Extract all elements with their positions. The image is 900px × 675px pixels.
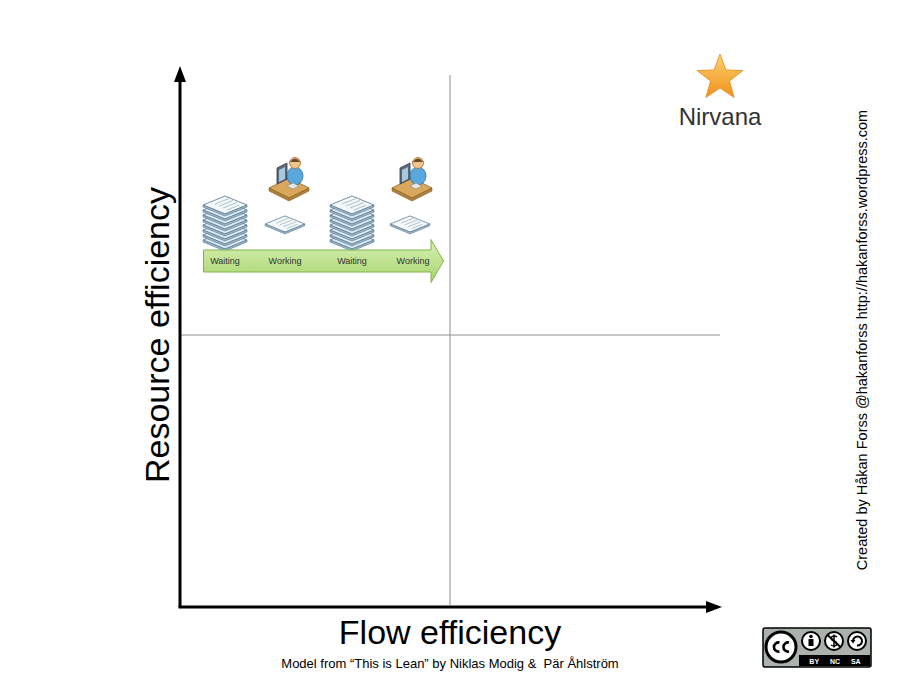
paper-stack — [330, 196, 374, 251]
stage-label: Waiting — [337, 257, 367, 266]
x-axis — [179, 606, 709, 609]
single-sheet — [390, 216, 430, 234]
single-sheet — [265, 216, 305, 234]
paper-stack — [203, 196, 247, 251]
stage-label: Waiting — [210, 257, 240, 266]
quadrant-line — [450, 75, 451, 605]
caption: Model from “This is Lean” by Niklas Modi… — [281, 657, 618, 670]
stage-label: Working — [397, 257, 430, 266]
y-axis — [179, 80, 182, 607]
credit-note: Created by Håkan Forss @hakanforss http:… — [855, 110, 870, 570]
flow-arrow: Waiting Working Waiting Working — [203, 238, 445, 284]
axis-label: Flow efficiency — [339, 615, 561, 649]
axis-arrowhead — [706, 601, 722, 613]
worker-icon — [392, 158, 432, 202]
stage-label: Working — [269, 257, 302, 266]
quadrant-line — [180, 335, 720, 336]
license-text: BY NC SA — [809, 658, 860, 665]
axis-arrowhead — [174, 66, 186, 82]
license-badge — [763, 628, 871, 667]
worker-icon — [269, 158, 309, 202]
goal-label: Nirvana — [679, 105, 762, 129]
arrow-body — [204, 240, 444, 283]
axis-label: Resource efficiency — [140, 187, 174, 483]
star-icon — [697, 54, 743, 97]
